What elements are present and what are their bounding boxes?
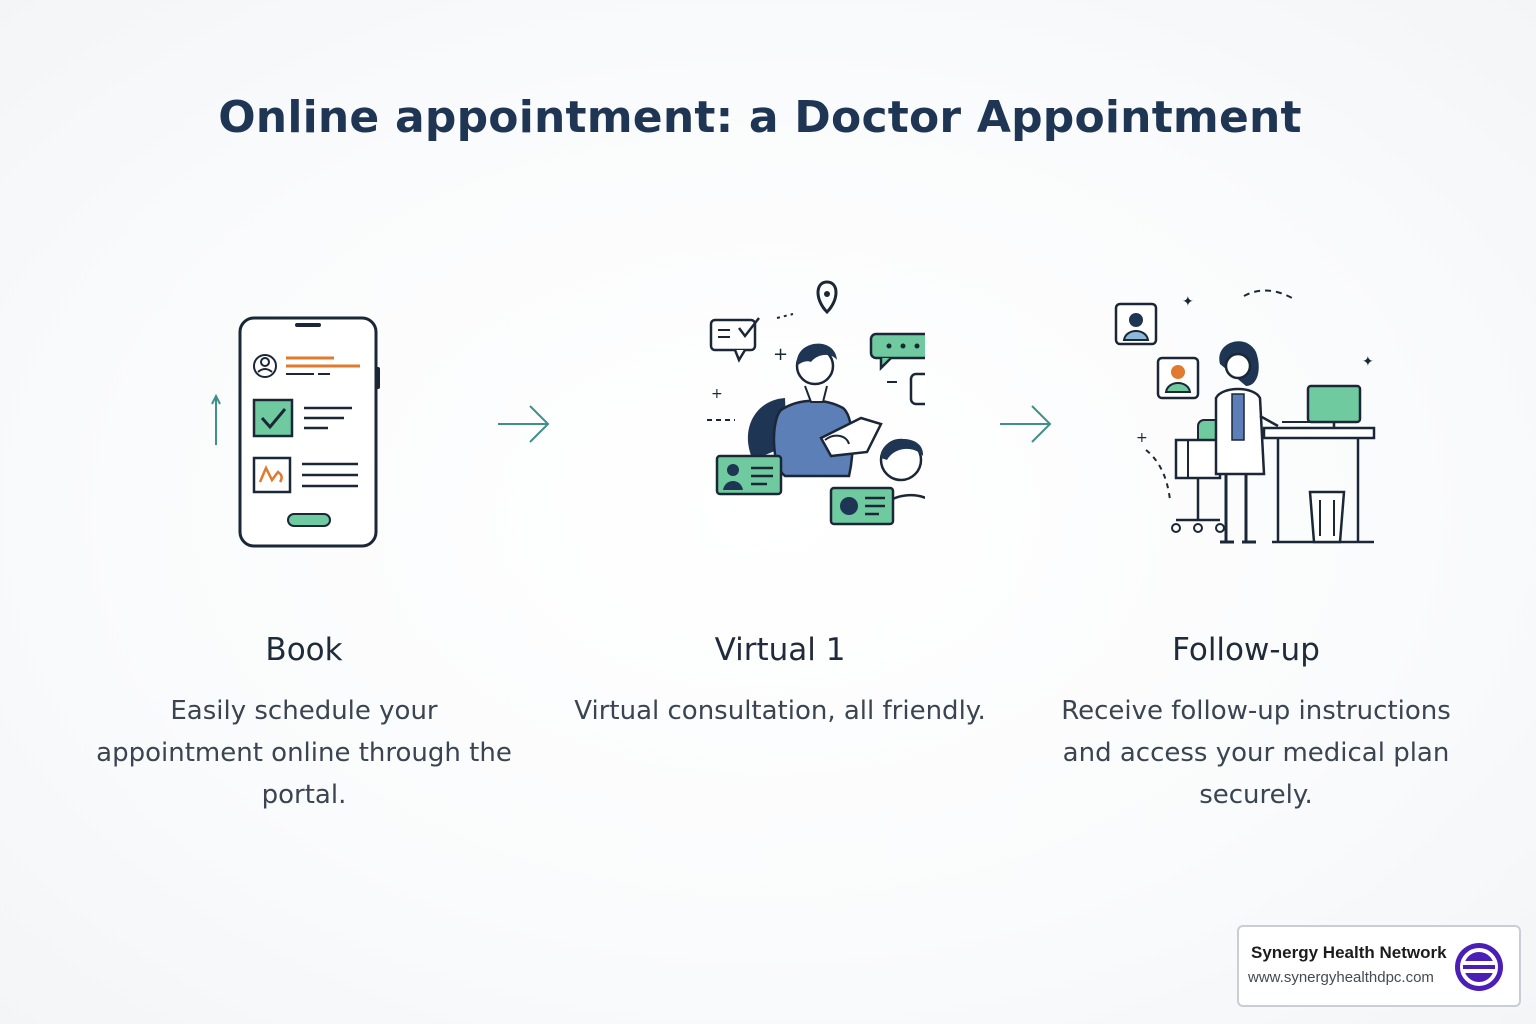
step-follow-up: ✦ ✦ + <box>1036 270 1456 830</box>
step-title: Book <box>265 632 343 668</box>
brand-badge[interactable]: Synergy Health Network www.synergyhealth… <box>1237 925 1521 1007</box>
brand-url[interactable]: www.synergyhealthdpc.com <box>1248 969 1434 986</box>
step-book: Book Easily schedule your appointment on… <box>94 270 514 830</box>
synergy-logo-icon <box>1455 943 1503 991</box>
svg-text:+: + <box>1136 430 1148 446</box>
svg-text:+: + <box>773 344 788 365</box>
step-title: Follow-up <box>1172 632 1320 668</box>
step-title: Virtual 1 <box>714 632 846 668</box>
svg-text:✦: ✦ <box>1182 294 1194 310</box>
step-description: Easily schedule your appointment online … <box>96 696 512 810</box>
page-title: Online appointment: a Doctor Appointment <box>218 92 1302 143</box>
video-consultation-icon: + + + <box>707 280 925 526</box>
phone-booking-form-icon <box>211 316 380 548</box>
doctor-at-desk-icon: ✦ ✦ + <box>1114 289 1376 544</box>
arrow-right-icon <box>1000 405 1052 443</box>
step-description: Receive follow-up instructions and acces… <box>1061 696 1451 810</box>
step-virtual: + + + <box>570 270 990 830</box>
arrow-right-icon <box>498 405 550 443</box>
svg-text:+: + <box>711 386 723 402</box>
svg-text:✦: ✦ <box>1362 354 1374 370</box>
step-description: Virtual consultation, all friendly. <box>574 696 986 726</box>
brand-name: Synergy Health Network <box>1251 943 1447 962</box>
